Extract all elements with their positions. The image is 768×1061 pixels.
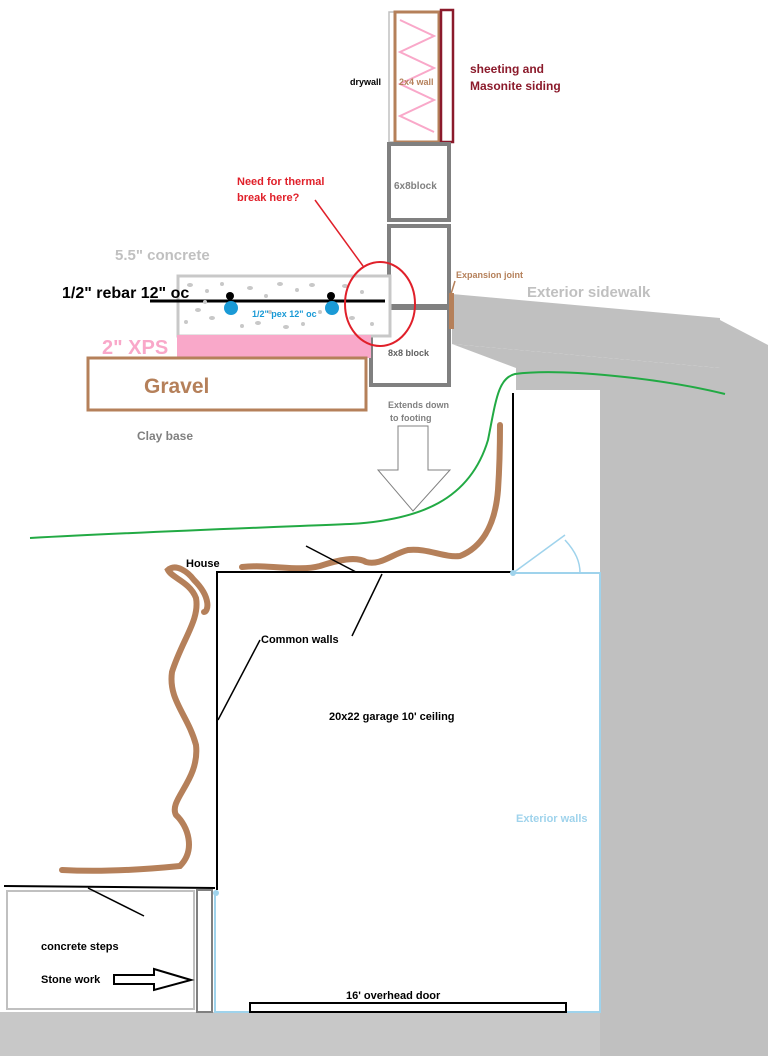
steps-leader	[87, 887, 145, 917]
down-arrow-icon	[376, 425, 452, 512]
stone-work-box	[196, 889, 213, 1013]
house-label: House	[186, 558, 220, 570]
concrete-steps-box	[6, 890, 195, 1010]
sidewalk-label: Exterior sidewalk	[527, 284, 651, 301]
block-6x8-bottom	[387, 224, 451, 308]
corner-angle-line	[512, 534, 566, 574]
pex-tube	[325, 301, 339, 315]
stone-arrow-icon	[113, 967, 195, 992]
footing-arrow-group: Extends down to footing	[376, 400, 452, 512]
exterior-walls-label: Exterior walls	[516, 813, 588, 825]
sheeting-label-line2: Masonite siding	[470, 79, 561, 93]
extends-label-line1: Extends down	[388, 400, 449, 410]
thermal-break-circle	[344, 261, 416, 347]
foundation-blocks: 6x8block 8x8 block	[369, 142, 451, 387]
common-walls	[216, 393, 514, 890]
gravel-label: Gravel	[144, 375, 209, 398]
expansion-joint-leader	[450, 280, 456, 295]
gravel-bed	[86, 356, 368, 412]
concrete-label: 5.5" concrete	[115, 247, 210, 264]
stone-work-label: Stone work	[41, 974, 101, 986]
siding-board	[439, 8, 455, 144]
exterior-sidewalk: Expansion joint Exterior sidewalk	[449, 270, 720, 368]
corner-node	[213, 890, 219, 896]
terrain-right-strip	[600, 390, 768, 1056]
rebar-chair-dot	[327, 292, 335, 300]
grade-line	[3, 885, 216, 889]
xps-foam	[177, 335, 371, 358]
steps-area: concrete steps Stone work	[3, 885, 216, 1013]
common-wall-line	[216, 393, 514, 890]
expansion-joint-strip	[449, 293, 454, 329]
block-8x8-label: 8x8 block	[388, 348, 430, 358]
garage-label: 20x22 garage 10' ceiling	[329, 711, 455, 723]
xps-label: 2" XPS	[102, 337, 168, 359]
extends-label-line2: to footing	[390, 413, 431, 423]
expansion-joint-label: Expansion joint	[456, 270, 523, 280]
pex-label: 1/2" pex 12" oc	[252, 309, 317, 319]
block-6x8-label: 6x8block	[394, 181, 437, 192]
house-leader	[305, 545, 357, 573]
common-walls-leader	[217, 639, 261, 721]
insulation-zigzag	[397, 19, 437, 133]
stud-wall-label: 2x4 wall	[399, 77, 434, 87]
rebar-label: 1/2" rebar 12" oc	[62, 285, 189, 302]
common-walls-label: Common walls	[261, 634, 339, 646]
terrain	[0, 320, 768, 1056]
overhead-door	[249, 1002, 567, 1013]
aggregate-dots	[184, 282, 374, 329]
common-walls-leader	[351, 573, 383, 637]
thermal-break-line1: Need for thermal	[237, 176, 324, 188]
slab-assembly: 5.5" concrete 1/2" rebar 12" oc 1/2" pex…	[62, 247, 392, 443]
pex-tube	[224, 301, 238, 315]
corner-angle-arc	[564, 539, 581, 574]
thermal-break-line2: break here?	[237, 192, 300, 204]
sidewalk-slab	[452, 294, 720, 368]
thermal-break-leader	[314, 199, 364, 267]
wall-assembly: drywall 2x4 wall sheeting and Masonite s…	[350, 8, 561, 144]
exterior-wall-line	[214, 572, 601, 1013]
terrain-bottom	[0, 1012, 600, 1056]
sheeting-label-line1: sheeting and	[470, 62, 544, 76]
house-boundary-squiggle	[59, 422, 503, 874]
exterior-walls	[213, 534, 601, 1013]
overhead-door-label: 16' overhead door	[346, 990, 441, 1002]
drywall-label: drywall	[350, 77, 381, 87]
property-line	[29, 371, 726, 539]
rebar-chair-dot	[226, 292, 234, 300]
block-6x8-top	[387, 142, 451, 222]
clay-base-label: Clay base	[137, 429, 193, 443]
thermal-break-callout: Need for thermal break here?	[237, 176, 416, 347]
concrete-steps-label: concrete steps	[41, 941, 119, 953]
